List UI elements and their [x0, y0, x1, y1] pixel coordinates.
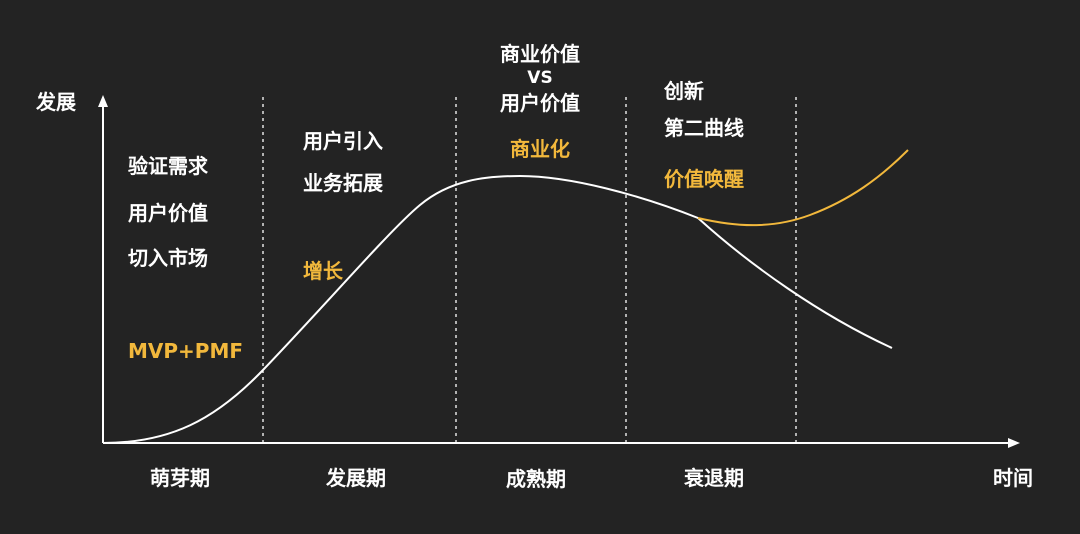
stage-2-highlight: 增长	[303, 259, 343, 283]
stage-3-vs: VS	[527, 68, 553, 88]
stage-2-line-2: 业务拓展	[303, 171, 383, 195]
stage-1-line-2: 用户价值	[128, 201, 208, 225]
lifecycle-curve	[102, 174, 893, 444]
x-axis-arrow	[1008, 438, 1020, 448]
stage-4-name: 衰退期	[684, 466, 744, 490]
y-axis-arrow	[98, 95, 108, 107]
stage-3-line-3: 用户价值	[500, 91, 580, 115]
stage-4-highlight: 价值唤醒	[664, 167, 744, 191]
stage-4-line-2: 第二曲线	[664, 116, 744, 140]
y-axis-label: 发展	[36, 90, 76, 114]
stage-3-name: 成熟期	[506, 467, 566, 491]
stage-3-line-1: 商业价值	[500, 42, 580, 66]
stage-1-line-1: 验证需求	[128, 154, 208, 178]
stage-3-highlight: 商业化	[510, 137, 570, 161]
stage-2-name: 发展期	[326, 466, 386, 490]
stage-1-line-3: 切入市场	[128, 246, 208, 270]
x-axis-label: 时间	[993, 466, 1033, 490]
stage-2-line-1: 用户引入	[303, 129, 383, 153]
second-curve	[697, 149, 909, 227]
stage-1-name: 萌芽期	[150, 466, 210, 490]
stage-4-line-1: 创新	[664, 79, 704, 103]
stage-1-highlight: MVP+PMF	[128, 339, 244, 363]
